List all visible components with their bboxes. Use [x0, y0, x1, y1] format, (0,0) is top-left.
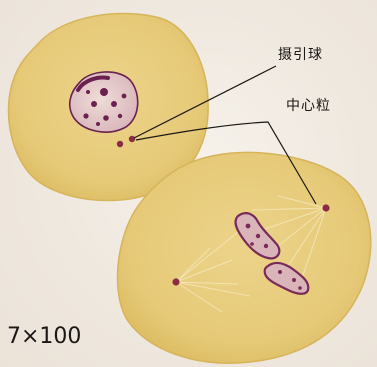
- centriole-label: 中心粒: [286, 99, 331, 113]
- nucleus: [70, 72, 138, 132]
- centriole-dot: [117, 141, 123, 147]
- centriole-dot: [129, 136, 135, 142]
- magnification-label: 7×100: [7, 326, 81, 348]
- centriole-dot: [322, 204, 329, 211]
- centriole-dot: [172, 278, 179, 285]
- aster-label: 摄引球: [278, 48, 323, 62]
